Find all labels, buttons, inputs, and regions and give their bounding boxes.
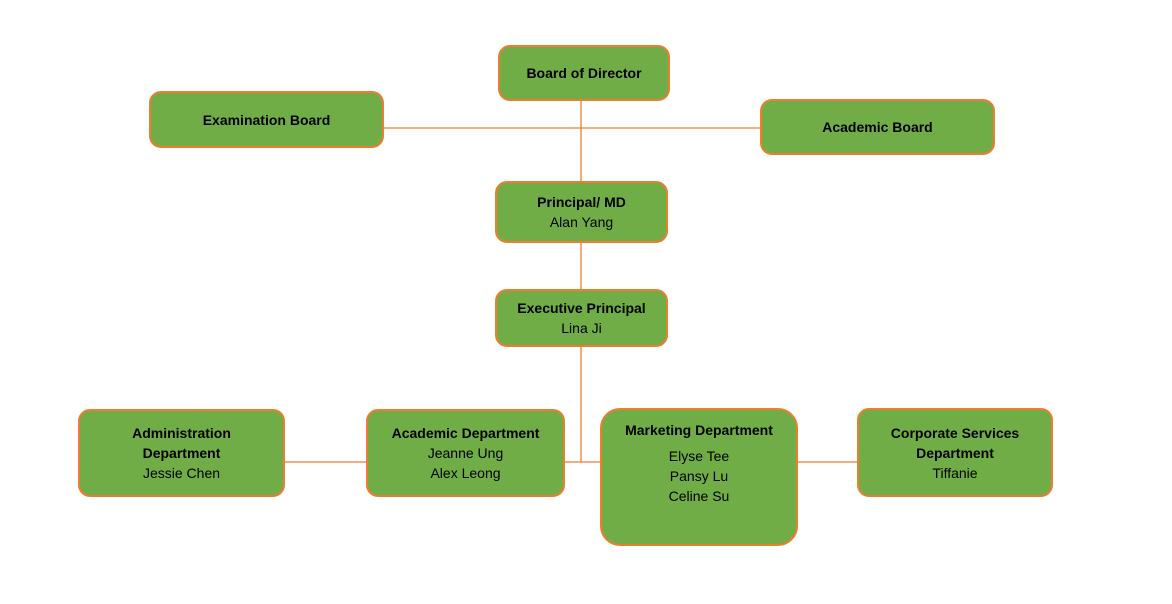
marketing-department-title: Marketing Department bbox=[625, 422, 773, 438]
principal-md-name: Alan Yang bbox=[549, 214, 614, 230]
academic-department-member: Jeanne Ung bbox=[427, 445, 504, 461]
administration-department-box: Administration Department Jessie Chen bbox=[78, 409, 285, 497]
corporate-services-department-title-line2: Department bbox=[916, 444, 994, 461]
marketing-department-members: Elyse Tee Pansy Lu Celine Su bbox=[669, 446, 730, 506]
corporate-services-department-title-line1: Corporate Services bbox=[890, 424, 1020, 441]
corporate-services-department-box: Corporate Services Department Tiffanie bbox=[857, 408, 1053, 497]
examination-board-title: Examination Board bbox=[202, 111, 331, 128]
marketing-department-member: Pansy Lu bbox=[669, 468, 729, 484]
administration-department-title-line2: Department bbox=[142, 445, 221, 461]
board-of-director-box: Board of Director bbox=[498, 45, 670, 101]
executive-principal-box: Executive Principal Lina Ji bbox=[495, 289, 668, 347]
executive-principal-name: Lina Ji bbox=[561, 320, 602, 336]
marketing-department-member: Celine Su bbox=[668, 488, 730, 504]
administration-department-title-line1: Administration bbox=[132, 425, 231, 441]
administration-department-name: Jessie Chen bbox=[142, 465, 221, 481]
marketing-department-member: Elyse Tee bbox=[668, 448, 730, 464]
academic-department-title: Academic Department bbox=[391, 425, 540, 441]
academic-department-member: Alex Leong bbox=[430, 465, 501, 481]
academic-board-title: Academic Board bbox=[822, 119, 933, 135]
principal-md-box: Principal/ MD Alan Yang bbox=[495, 181, 668, 243]
executive-principal-title: Executive Principal bbox=[517, 300, 646, 316]
examination-board-box: Examination Board bbox=[149, 91, 384, 148]
principal-md-title: Principal/ MD bbox=[537, 194, 626, 210]
board-of-director-title: Board of Director bbox=[526, 65, 642, 81]
corporate-services-department-name: Tiffanie bbox=[932, 464, 978, 481]
academic-department-box: Academic Department Jeanne Ung Alex Leon… bbox=[366, 409, 565, 497]
academic-board-box: Academic Board bbox=[760, 99, 995, 155]
marketing-department-box: Marketing Department Elyse Tee Pansy Lu … bbox=[600, 408, 798, 546]
